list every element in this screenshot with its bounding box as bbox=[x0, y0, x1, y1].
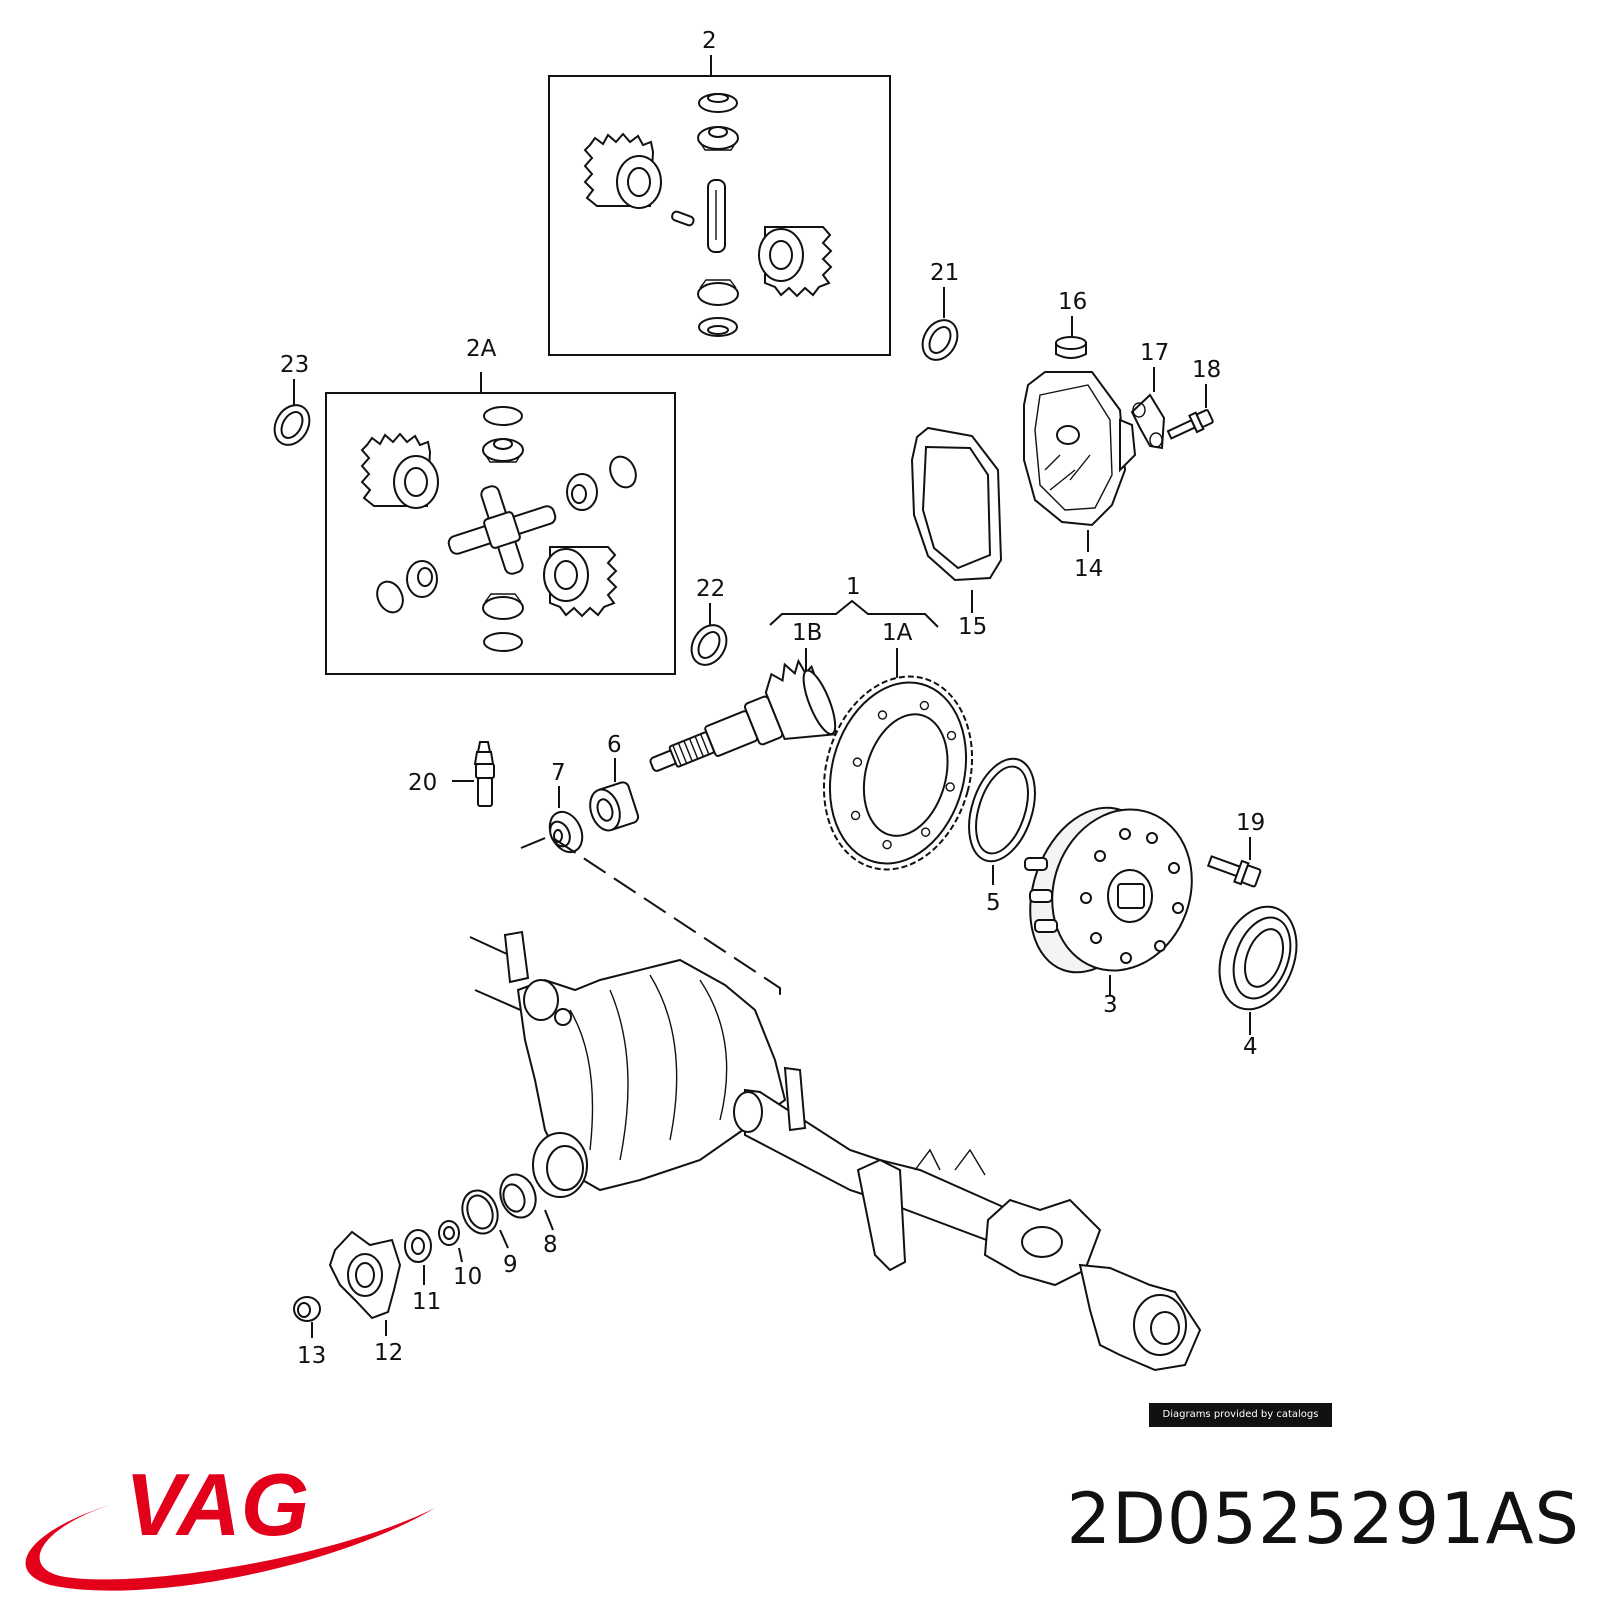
callout-6: 6 bbox=[607, 732, 622, 758]
callout-19: 19 bbox=[1236, 810, 1265, 836]
nut-10: 10 bbox=[438, 1220, 482, 1290]
assembly-2a-box bbox=[325, 392, 676, 675]
callout-18: 18 bbox=[1192, 357, 1221, 383]
axle-housing bbox=[469, 834, 1202, 1372]
bearing-4: 4 bbox=[1218, 905, 1298, 1060]
callout-12: 12 bbox=[374, 1340, 403, 1366]
callout-23: 23 bbox=[280, 352, 309, 378]
callout-17: 17 bbox=[1140, 340, 1169, 366]
callout-8: 8 bbox=[543, 1232, 558, 1258]
callout-2: 2 bbox=[702, 28, 717, 54]
logo-text: VAG bbox=[125, 1455, 309, 1554]
callout-11: 11 bbox=[412, 1289, 441, 1315]
callout-9: 9 bbox=[503, 1252, 518, 1278]
assembly-2a-group: 2A bbox=[325, 336, 676, 675]
seal-8: 8 bbox=[499, 1173, 558, 1258]
logo-swoosh bbox=[25, 1505, 436, 1591]
callout-16: 16 bbox=[1058, 289, 1087, 315]
assembly-2-box bbox=[548, 75, 891, 356]
callout-2a: 2A bbox=[466, 336, 497, 362]
ring-pinion-set-1: 1 1B 1A bbox=[769, 574, 939, 690]
gasket-15: 15 bbox=[910, 426, 1003, 640]
ring-22: 22 bbox=[690, 576, 728, 666]
diagram-credit-badge: Diagrams provided by catalogs parts bbox=[1149, 1403, 1332, 1444]
callout-21: 21 bbox=[930, 260, 959, 286]
ring-9: 9 bbox=[461, 1189, 518, 1278]
bolt-19: 19 bbox=[1206, 810, 1265, 888]
nut-13: 13 bbox=[293, 1296, 326, 1369]
bearing-7: 7 bbox=[548, 760, 584, 854]
pinion-shaft-1b bbox=[649, 658, 838, 772]
bracket-17: 17 bbox=[1130, 340, 1169, 450]
callout-15: 15 bbox=[958, 614, 987, 640]
callout-13: 13 bbox=[297, 1343, 326, 1369]
assembly-2-group: 2 bbox=[548, 28, 891, 356]
callout-10: 10 bbox=[453, 1264, 482, 1290]
ring-gear-1a bbox=[822, 675, 974, 871]
callout-3: 3 bbox=[1103, 992, 1118, 1018]
ring-21: 21 bbox=[921, 260, 959, 361]
part-number: 2D0525291AS bbox=[1066, 1478, 1580, 1560]
callout-1a: 1A bbox=[882, 620, 913, 646]
vag-logo: VAG bbox=[25, 1455, 436, 1591]
bearing-6: 6 bbox=[589, 732, 640, 832]
breather-20: 20 bbox=[408, 741, 495, 807]
differential-carrier-3: 3 bbox=[1024, 806, 1193, 1018]
ring-23: 23 bbox=[273, 352, 311, 446]
callout-7: 7 bbox=[551, 760, 566, 786]
plug-16: 16 bbox=[1055, 289, 1087, 359]
callout-1: 1 bbox=[846, 574, 861, 600]
callout-20: 20 bbox=[408, 770, 437, 796]
callout-1b: 1B bbox=[792, 620, 822, 646]
flange-12: 12 bbox=[328, 1230, 403, 1366]
callout-5: 5 bbox=[986, 890, 1001, 916]
cover-14: 14 bbox=[1023, 371, 1137, 582]
ring-5: 5 bbox=[968, 757, 1036, 916]
callout-22: 22 bbox=[696, 576, 725, 602]
washer-11: 11 bbox=[404, 1229, 441, 1315]
callout-4: 4 bbox=[1243, 1034, 1258, 1060]
bolt-18: 18 bbox=[1166, 357, 1221, 440]
callout-14: 14 bbox=[1074, 556, 1103, 582]
